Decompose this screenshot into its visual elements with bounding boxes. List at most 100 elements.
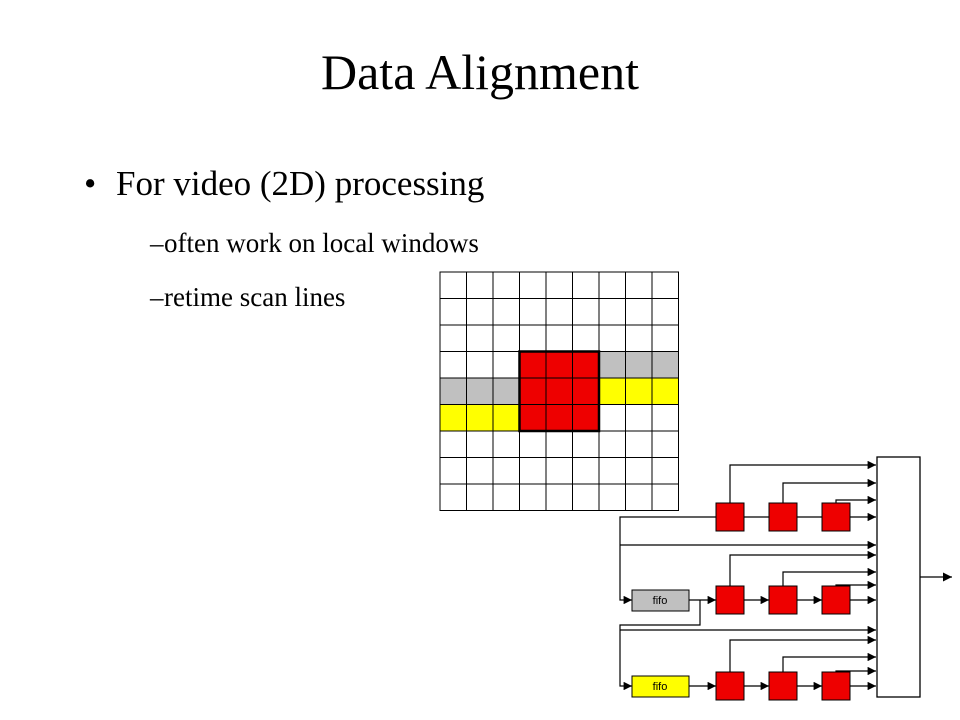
grid-cell: [572, 404, 600, 432]
grid-cell: [519, 430, 547, 458]
grid-cell: [466, 483, 494, 511]
grid-cell: [492, 377, 520, 405]
fifo-label: fifo: [653, 595, 668, 607]
grid-cell: [625, 271, 653, 299]
grid-cell: [466, 298, 494, 326]
grid-cell: [466, 457, 494, 485]
grid-cell: [519, 483, 547, 511]
grid-cell: [492, 483, 520, 511]
grid-cell: [439, 298, 467, 326]
grid-cell: [492, 430, 520, 458]
register-row-3: fifo: [631, 635, 876, 701]
fifo-label: fifo: [653, 681, 668, 693]
grid-cell: [598, 430, 626, 458]
grid-cell: [625, 351, 653, 379]
grid-cell: [439, 430, 467, 458]
grid-cell: [625, 377, 653, 405]
grid-cell: [545, 483, 573, 511]
register-row-1: [690, 460, 876, 532]
register: [715, 585, 745, 615]
grid-cell: [651, 324, 679, 352]
sub-item-text: retime scan lines: [164, 282, 346, 312]
grid-cell: [598, 271, 626, 299]
fifo-input-wire: [619, 516, 690, 605]
grid-cell: [651, 457, 679, 485]
grid-cell: [439, 377, 467, 405]
grid-cell: [492, 271, 520, 299]
sub-item-text: often work on local windows: [164, 228, 479, 258]
register-row-2: fifo: [631, 550, 876, 615]
grid-cell: [625, 457, 653, 485]
grid-cell: [572, 271, 600, 299]
grid-cell: [572, 351, 600, 379]
grid-cell: [466, 377, 494, 405]
sub-item-scanlines: –retime scan lines: [150, 281, 345, 313]
register: [768, 671, 798, 701]
grid-cell: [519, 298, 547, 326]
grid-cell: [625, 404, 653, 432]
slide-title: Data Alignment: [321, 44, 639, 100]
grid-cell: [439, 271, 467, 299]
bullet-text: For video (2D) processing: [116, 164, 485, 203]
grid-cell: [598, 377, 626, 405]
grid-cell: [625, 430, 653, 458]
grid-cell: [598, 457, 626, 485]
grid-cell: [466, 430, 494, 458]
register: [768, 585, 798, 615]
grid-cell: [545, 430, 573, 458]
register: [821, 671, 851, 701]
grid-cell: [598, 351, 626, 379]
grid-cell: [625, 324, 653, 352]
grid-cell: [439, 324, 467, 352]
grid-cell: [651, 271, 679, 299]
grid-cell: [545, 377, 573, 405]
grid-cell: [519, 404, 547, 432]
grid-cell: [519, 457, 547, 485]
grid-cell: [651, 351, 679, 379]
grid-cell: [439, 457, 467, 485]
grid-cell: [651, 298, 679, 326]
grid-cell: [598, 298, 626, 326]
grid-cell: [545, 324, 573, 352]
register: [715, 502, 745, 532]
grid-cell: [492, 298, 520, 326]
grid-cell: [519, 377, 547, 405]
fifo-input-wire: [619, 600, 701, 691]
grid-cell: [651, 377, 679, 405]
register: [715, 671, 745, 701]
grid-cell: [492, 351, 520, 379]
grid-cell: [439, 404, 467, 432]
grid-cell: [572, 324, 600, 352]
grid-cell: [625, 483, 653, 511]
grid-cell: [545, 351, 573, 379]
grid-cell: [598, 404, 626, 432]
grid-cell: [466, 351, 494, 379]
grid-cell: [466, 271, 494, 299]
grid-cell: [545, 271, 573, 299]
grid-cell: [651, 404, 679, 432]
grid-cell: [439, 351, 467, 379]
grid-cell: [519, 324, 547, 352]
register: [821, 585, 851, 615]
grid-cell: [545, 404, 573, 432]
grid-cell: [492, 324, 520, 352]
grid-cell: [519, 271, 547, 299]
sub-item-windows: –often work on local windows: [150, 227, 479, 259]
alignment-circuit: fifo fifo: [619, 456, 952, 701]
combiner-block: [876, 456, 921, 698]
register: [821, 502, 851, 532]
grid-cell: [572, 430, 600, 458]
grid-cell: [572, 298, 600, 326]
grid-cell: [439, 483, 467, 511]
grid-cell: [545, 457, 573, 485]
grid-cell: [572, 457, 600, 485]
bullet-dot-icon: •: [84, 164, 97, 203]
grid-cell: [519, 351, 547, 379]
window-outline: [518, 350, 601, 433]
grid-cell: [572, 483, 600, 511]
grid-cell: [572, 377, 600, 405]
grid-cell: [598, 483, 626, 511]
grid-cell: [651, 483, 679, 511]
pixel-grid: [439, 271, 679, 511]
